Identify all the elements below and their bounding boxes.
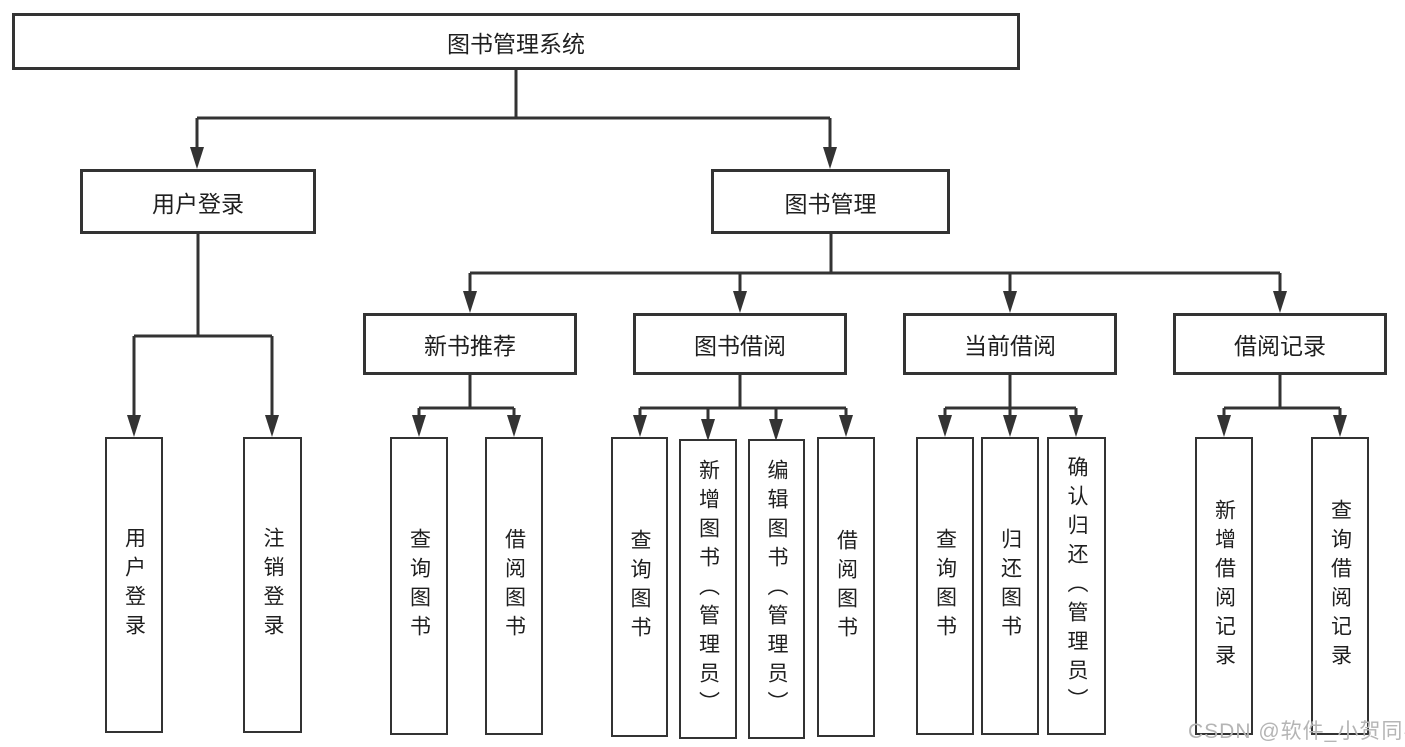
leaf-query-books: 查询图书 xyxy=(916,437,974,735)
leaf-add-books-admin: 新增图书（管理员） xyxy=(679,439,737,739)
node-user-login: 用户登录 xyxy=(80,169,316,234)
leaf-borrow-books: 借阅图书 xyxy=(485,437,543,735)
leaf-edit-books-admin: 编辑图书（管理员） xyxy=(748,439,805,739)
leaf-return-books: 归还图书 xyxy=(981,437,1039,735)
node-borrow-records: 借阅记录 xyxy=(1173,313,1387,375)
node-new-book-recommend: 新书推荐 xyxy=(363,313,577,375)
node-current-borrow: 当前借阅 xyxy=(903,313,1117,375)
csdn-watermark: CSDN @软件_小贺同学 xyxy=(1188,720,1405,743)
node-root-book-management-system: 图书管理系统 xyxy=(12,13,1020,70)
node-book-management: 图书管理 xyxy=(711,169,950,234)
leaf-query-books: 查询图书 xyxy=(611,437,668,737)
leaf-borrow-books: 借阅图书 xyxy=(817,437,875,737)
leaf-query-books: 查询图书 xyxy=(390,437,448,735)
leaf-add-borrow-record: 新增借阅记录 xyxy=(1195,437,1253,735)
leaf-user-login: 用户登录 xyxy=(105,437,163,733)
node-book-borrow: 图书借阅 xyxy=(633,313,847,375)
leaf-query-borrow-record: 查询借阅记录 xyxy=(1311,437,1369,735)
leaf-confirm-return-admin: 确认归还（管理员） xyxy=(1047,437,1106,735)
leaf-logout: 注销登录 xyxy=(243,437,302,733)
